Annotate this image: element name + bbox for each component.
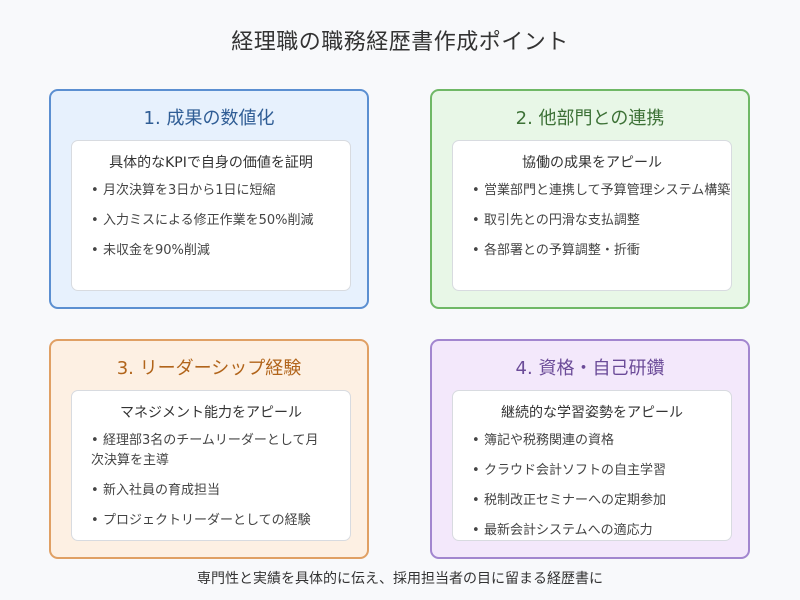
bullet-icon: • — [472, 493, 480, 508]
bullet-icon: • — [472, 183, 480, 198]
card-title: 1. 成果の数値化 — [143, 108, 275, 129]
card-title: 3. リーダーシップ経験 — [116, 358, 302, 379]
list-item: • 営業部門と連携して予算管理システム構築 — [472, 181, 730, 201]
bullet-icon: • — [91, 483, 99, 498]
bullet-icon: • — [91, 213, 99, 228]
list-item: • 月次決算を3日から1日に短縮 — [91, 181, 276, 201]
list-item-text: 簿記や税務関連の資格 — [484, 433, 615, 448]
card-quantify-results: 1. 成果の数値化 具体的なKPIで自身の価値を証明 • 月次決算を3日から1日に… — [49, 89, 369, 309]
list-item: • 簿記や税務関連の資格 — [472, 431, 614, 451]
list-item: • 未収金を90%削減 — [91, 241, 210, 261]
list-item: • クラウド会計ソフトの自主学習 — [472, 461, 666, 481]
list-item: •経理部3名のチームリーダーとして月次決算を主導 — [91, 431, 331, 471]
list-item-text: 営業部門と連携して予算管理システム構築 — [484, 183, 731, 198]
list-item: • 最新会計システムへの適応力 — [472, 521, 653, 541]
list-item: • 各部署との予算調整・折衝 — [472, 241, 640, 261]
bullet-icon: • — [472, 463, 480, 478]
list-item-text: プロジェクトリーダーとしての経験 — [103, 513, 311, 528]
card-subtitle: 継続的な学習姿勢をアピール — [501, 405, 683, 421]
bullet-icon: • — [472, 213, 480, 228]
bullet-icon: • — [91, 433, 99, 448]
card-title: 2. 他部門との連携 — [515, 108, 665, 129]
card-subtitle: 具体的なKPIで自身の価値を証明 — [109, 155, 313, 171]
card-content-box: 具体的なKPIで自身の価値を証明 • 月次決算を3日から1日に短縮 • 入力ミスによ… — [71, 140, 351, 291]
list-item-text: 税制改正セミナーへの定期参加 — [484, 493, 667, 508]
card-subtitle: マネジメント能力をアピール — [120, 405, 302, 421]
list-item: • 取引先との円滑な支払調整 — [472, 211, 640, 231]
list-item: • 新入社員の育成担当 — [91, 481, 220, 501]
list-item-text: クラウド会計ソフトの自主学習 — [484, 463, 667, 478]
list-item: • プロジェクトリーダーとしての経験 — [91, 511, 311, 531]
list-item-text: 月次決算を3日から1日に短縮 — [103, 183, 276, 198]
bullet-icon: • — [472, 243, 480, 258]
bullet-icon: • — [91, 513, 99, 528]
card-leadership: 3. リーダーシップ経験 マネジメント能力をアピール •経理部3名のチームリーダ… — [49, 339, 369, 559]
list-item-text: 取引先との円滑な支払調整 — [484, 213, 640, 228]
card-certifications: 4. 資格・自己研鑽 継続的な学習姿勢をアピール • 簿記や税務関連の資格 • クラ… — [430, 339, 750, 559]
card-content-box: マネジメント能力をアピール •経理部3名のチームリーダーとして月次決算を主導 •… — [71, 390, 351, 541]
card-content-box: 協働の成果をアピール • 営業部門と連携して予算管理システム構築 • 取引先との円滑… — [452, 140, 732, 291]
bullet-icon: • — [472, 433, 480, 448]
list-item: • 入力ミスによる修正作業を50%削減 — [91, 211, 314, 231]
list-item-text: 各部署との予算調整・折衝 — [484, 243, 640, 258]
card-cross-department: 2. 他部門との連携 協働の成果をアピール • 営業部門と連携して予算管理システム… — [430, 89, 750, 309]
bullet-icon: • — [91, 243, 99, 258]
bullet-icon: • — [91, 183, 99, 198]
bullet-icon: • — [472, 523, 480, 538]
list-item-text: 最新会計システムへの適応力 — [484, 523, 653, 538]
list-item: • 税制改正セミナーへの定期参加 — [472, 491, 666, 511]
list-item-text: 新入社員の育成担当 — [103, 483, 221, 498]
list-item-text: 未収金を90%削減 — [103, 243, 210, 258]
card-content-box: 継続的な学習姿勢をアピール • 簿記や税務関連の資格 • クラウド会計ソフトの自主学… — [452, 390, 732, 541]
card-subtitle: 協働の成果をアピール — [522, 155, 662, 171]
list-item-text: 経理部3名のチームリーダーとして月次決算を主導 — [91, 433, 319, 468]
list-item-text: 入力ミスによる修正作業を50%削減 — [103, 213, 314, 228]
footer-caption: 専門性と実績を具体的に伝え、採用担当者の目に留まる経歴書に — [197, 571, 603, 587]
page-title: 経理職の職務経歴書作成ポイント — [231, 30, 569, 55]
card-title: 4. 資格・自己研鑽 — [515, 358, 665, 379]
